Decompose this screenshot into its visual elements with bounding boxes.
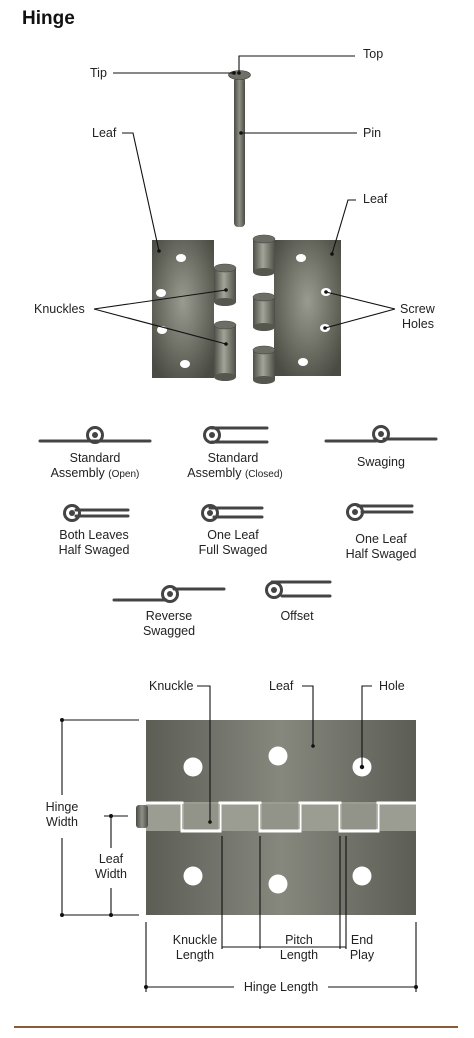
right-leaf <box>274 240 341 376</box>
pin-label: Pin <box>363 126 381 140</box>
screw-hole <box>176 254 186 262</box>
right-knuckle <box>252 345 276 384</box>
callouts-top <box>93 55 396 346</box>
type-both-half-swaged-icon <box>63 504 130 522</box>
pin-stub <box>136 805 148 828</box>
type-one-full-swaged-icon <box>201 504 264 522</box>
type-2-line1: Standard <box>208 451 259 465</box>
tip-label: Tip <box>90 66 107 80</box>
end-play-label-2: Play <box>350 948 375 962</box>
leaf-label-right: Leaf <box>363 192 388 206</box>
hole-label: Hole <box>379 679 405 693</box>
leaf-label-left: Leaf <box>92 126 117 140</box>
type-1-line1: Standard <box>70 451 121 465</box>
exploded-hinge: Top Tip Pin Leaf Leaf Knuckles Screw Hol… <box>34 47 436 384</box>
screw-hole <box>268 746 288 766</box>
hinge-width-label-1: Hinge <box>46 800 79 814</box>
type-8-line1: Offset <box>280 609 314 623</box>
type-5-line2: Full Swaged <box>199 543 268 557</box>
screw-holes-label-2: Holes <box>402 317 434 331</box>
type-one-half-swaged-icon <box>346 503 414 521</box>
page-title: Hinge <box>22 8 75 29</box>
top-label: Top <box>363 47 383 61</box>
screw-hole <box>183 757 203 777</box>
type-offset-icon <box>265 580 332 599</box>
right-knuckle <box>252 234 276 276</box>
type-5-line1: One Leaf <box>207 528 259 542</box>
leaf-width-label-1: Leaf <box>99 852 124 866</box>
type-6-line2: Half Swaged <box>346 547 417 561</box>
knuckle-gaps <box>146 801 416 833</box>
knuckles-label: Knuckles <box>34 302 85 316</box>
screw-holes-label-1: Screw <box>400 302 436 316</box>
hinge-width-label-2: Width <box>46 815 78 829</box>
type-4-line1: Both Leaves <box>59 528 129 542</box>
dimension-diagram: Knuckle Leaf Hole Hinge Width Leaf Width… <box>46 679 418 994</box>
leaf-label: Leaf <box>269 679 294 693</box>
screw-hole <box>296 254 306 262</box>
type-standard-open-icon <box>38 426 152 444</box>
hinge-types: Standard Assembly (Open) Standard Assemb… <box>38 425 438 638</box>
pitch-length-label-1: Pitch <box>285 933 313 947</box>
leaf-width-label-2: Width <box>95 867 127 881</box>
type-swaging-icon <box>324 425 438 443</box>
end-play-label-1: End <box>351 933 373 947</box>
right-knuckle <box>252 292 276 331</box>
type-7-line2: Swagged <box>143 624 195 638</box>
knuckle-label: Knuckle <box>149 679 194 693</box>
knuckle-length-label-1: Knuckle <box>173 933 218 947</box>
knuckle-length-label-2: Length <box>176 948 214 962</box>
type-4-line2: Half Swaged <box>59 543 130 557</box>
screw-hole <box>268 874 288 894</box>
screw-hole <box>298 358 308 366</box>
left-knuckle <box>213 320 237 381</box>
type-standard-closed-icon <box>203 426 269 444</box>
type-7-line1: Reverse <box>146 609 193 623</box>
type-reverse-swagged-icon <box>112 585 226 603</box>
screw-hole <box>352 866 372 886</box>
screw-hole <box>183 866 203 886</box>
pitch-length-label-2: Length <box>280 948 318 962</box>
left-knuckle <box>213 263 237 306</box>
left-leaf <box>152 240 214 378</box>
type-2-line2: Assembly (Closed) <box>187 466 282 480</box>
type-3-line1: Swaging <box>357 455 405 469</box>
type-1-line2: Assembly (Open) <box>51 466 140 480</box>
footer-rule <box>14 1026 458 1028</box>
type-6-line1: One Leaf <box>355 532 407 546</box>
screw-hole <box>156 289 166 297</box>
screw-hole <box>180 360 190 368</box>
hinge-length-label: Hinge Length <box>244 980 318 994</box>
pin <box>234 77 245 227</box>
